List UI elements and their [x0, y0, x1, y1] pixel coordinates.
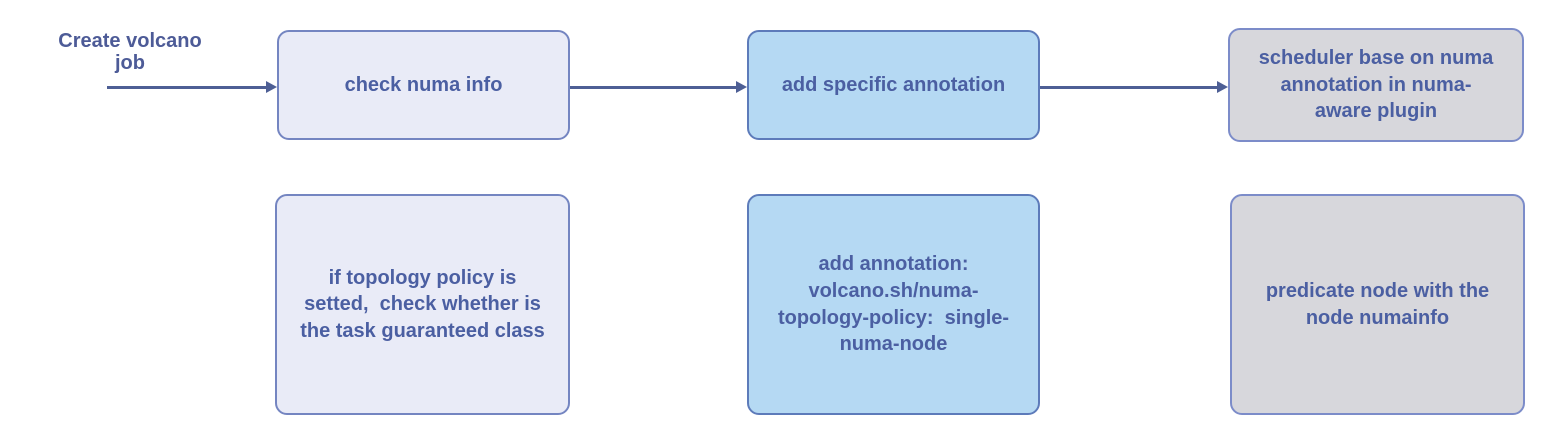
node-annotation-detail: add annotation: volcano.sh/numa- topolog… [747, 194, 1040, 415]
arrow-start-to-check-numa [107, 81, 277, 93]
arrow-line [570, 85, 736, 89]
arrow-line [107, 85, 266, 89]
arrow-check-numa-to-annotation [570, 81, 747, 93]
node-label: check numa info [344, 73, 503, 96]
start-label: Create volcano job [58, 30, 202, 75]
node-label: scheduler base on numa annotation in num… [1258, 47, 1494, 123]
arrow-line [1040, 85, 1217, 89]
node-topology-policy-check: if topology policy is setted, check whet… [275, 194, 570, 415]
node-label: predicate node with the node numainfo [1265, 279, 1490, 329]
node-scheduler-numa-aware-plugin: scheduler base on numa annotation in num… [1228, 28, 1524, 142]
node-add-specific-annotation: add specific annotation [747, 30, 1040, 140]
arrow-head-icon [1217, 81, 1228, 93]
node-label: add annotation: volcano.sh/numa- topolog… [777, 253, 1010, 356]
node-check-numa-info: check numa info [277, 30, 570, 140]
node-label: if topology policy is setted, check whet… [300, 266, 545, 342]
arrow-head-icon [736, 81, 747, 93]
node-predicate-node-numainfo: predicate node with the node numainfo [1230, 194, 1525, 415]
arrow-annotation-to-scheduler [1040, 81, 1228, 93]
node-label: add specific annotation [781, 73, 1006, 96]
arrow-head-icon [266, 81, 277, 93]
